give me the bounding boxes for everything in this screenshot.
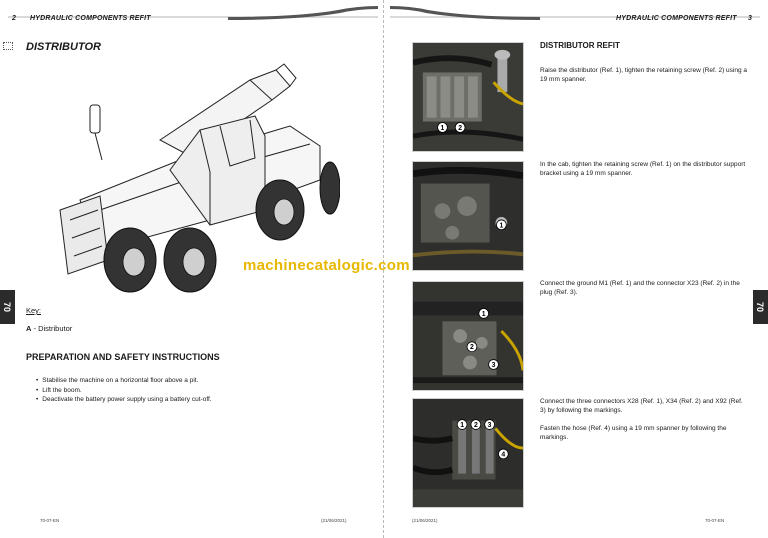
page-number: 2 xyxy=(12,15,16,22)
watermark: machinecatalogic.com xyxy=(243,257,410,274)
key-text: - Distributor xyxy=(31,324,73,333)
section-tab: 70 xyxy=(0,290,15,324)
svg-text:1: 1 xyxy=(460,422,464,429)
svg-text:3: 3 xyxy=(488,422,492,429)
list-item: Lift the boom. xyxy=(42,386,212,396)
ref-marker: 1 xyxy=(478,308,490,319)
footer-date: (21/06/2021) xyxy=(321,518,347,523)
step-text: Raise the distributor (Ref. 1), tighten … xyxy=(540,67,748,83)
ref-marker: 2 xyxy=(454,122,466,133)
photo-cab-bracket: 1 xyxy=(412,161,524,271)
svg-text:3: 3 xyxy=(492,362,496,369)
svg-text:1: 1 xyxy=(441,125,445,132)
photo-connectors-plug: 1 2 3 xyxy=(412,281,524,391)
header-title: HYDRAULIC COMPONENTS REFIT xyxy=(616,15,737,22)
telehandler-illustration xyxy=(59,63,340,293)
section-title: DISTRIBUTOR xyxy=(26,41,101,53)
step-text: In the cab, tighten the retaining screw … xyxy=(540,161,746,177)
svg-text:2: 2 xyxy=(474,422,478,429)
key-letter: A xyxy=(26,324,32,333)
header-rule xyxy=(390,16,760,18)
list-item: Deactivate the battery power supply usin… xyxy=(42,395,211,405)
header-rule xyxy=(8,16,378,18)
svg-text:1: 1 xyxy=(482,311,486,318)
step-text: Connect the ground M1 (Ref. 1) and the c… xyxy=(540,280,740,296)
step-text: Connect the three connectors X28 (Ref. 1… xyxy=(540,398,743,414)
ref-marker: 1 xyxy=(456,419,468,430)
svg-text:2: 2 xyxy=(470,344,474,351)
left-page: 2 HYDRAULIC COMPONENTS REFIT DISTRIBUTOR xyxy=(0,0,384,538)
prep-list: Stabilise the machine on a horizontal fl… xyxy=(42,376,212,405)
prep-title: PREPARATION AND SAFETY INSTRUCTIONS xyxy=(26,352,220,362)
ref-marker: 1 xyxy=(496,219,507,231)
footer-code: 70-07-EN xyxy=(40,518,60,523)
svg-text:2: 2 xyxy=(458,125,462,132)
ref-marker: 3 xyxy=(484,419,495,430)
header-swoosh xyxy=(228,6,378,20)
footer-date: (21/06/2021) xyxy=(412,518,438,523)
svg-text:4: 4 xyxy=(501,451,505,458)
footer-code: 70-07-EN xyxy=(705,518,725,523)
section-title: DISTRIBUTOR REFIT xyxy=(540,41,620,50)
key-item: A - Distributor xyxy=(26,324,72,333)
step-text: Fasten the hose (Ref. 4) using a 19 mm s… xyxy=(540,425,727,441)
ref-marker: 2 xyxy=(466,341,478,353)
header-swoosh xyxy=(390,6,540,20)
header-title: HYDRAULIC COMPONENTS REFIT xyxy=(30,15,151,22)
photo-three-connectors: 1 2 3 4 xyxy=(412,398,524,508)
ref-marker: 1 xyxy=(437,122,448,133)
page-spine xyxy=(383,0,385,538)
list-item: Stabilise the machine on a horizontal fl… xyxy=(42,376,212,386)
section-tab: 70 xyxy=(753,290,768,324)
svg-text:1: 1 xyxy=(499,222,503,229)
key-label: Key: xyxy=(26,306,42,315)
ref-marker: 4 xyxy=(498,448,509,460)
ref-marker: 3 xyxy=(488,359,499,370)
section-marker-icon xyxy=(3,42,13,50)
page-number: 3 xyxy=(748,15,752,22)
ref-marker: 2 xyxy=(470,419,482,430)
